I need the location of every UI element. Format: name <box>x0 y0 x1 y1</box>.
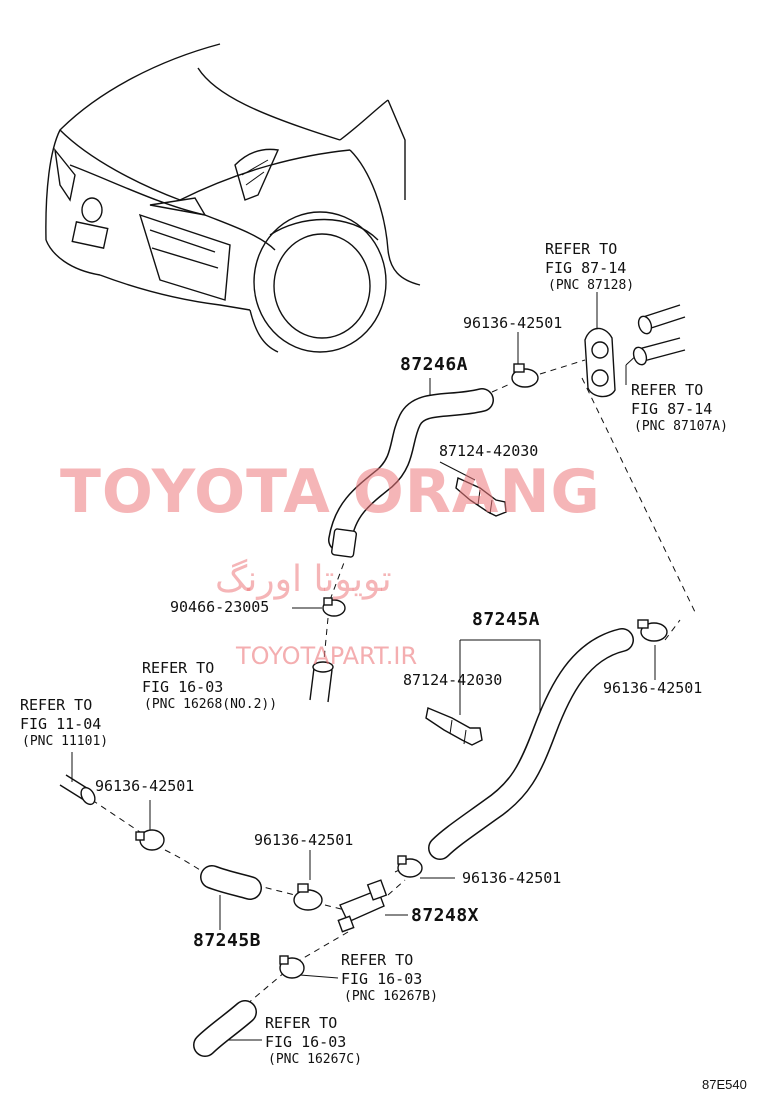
label-joint-87248x: 87248X <box>411 905 480 926</box>
label-clamp-top: 96136-42501 <box>463 314 563 332</box>
watermark-brand: TOYOTA ORANG <box>60 457 601 527</box>
hose-87246a <box>328 388 494 558</box>
label-clamp-90466: 90466-23005 <box>170 598 270 616</box>
diagram-code: 87E540 <box>702 1077 747 1092</box>
label-clamp-lower-right: 96136-42501 <box>462 869 562 887</box>
label-hose-87246a: 87246A <box>400 354 469 375</box>
hose-87245b <box>200 865 262 900</box>
label-clip-top: 87124-42030 <box>439 442 539 460</box>
ref-16-03-b-line2: FIG 16-03 <box>341 970 423 988</box>
ref-87-14-a-line2: FIG 87-14 <box>545 259 627 277</box>
label-hose-87245a: 87245A <box>472 609 541 630</box>
ref-16-03-c-line1: REFER TO <box>265 1014 338 1032</box>
ref-87-14-a-pnc: (PNC 87128) <box>548 278 635 293</box>
ref-16-03-b-pnc: (PNC 16267B) <box>344 989 438 1004</box>
clip-mid <box>425 707 483 746</box>
watermark-persian: تویوتا اورنگ <box>215 559 392 600</box>
pipe-11101 <box>59 774 96 806</box>
ref-87-14-b-line1: REFER TO <box>631 381 704 399</box>
ref-16-03-a-line1: REFER TO <box>142 659 215 677</box>
leader-lines <box>71 292 656 1041</box>
clamp-top <box>511 363 539 388</box>
label-clamp-right: 96136-42501 <box>603 679 703 697</box>
car-front-illustration <box>45 43 421 353</box>
ref-87-14-b-pnc: (PNC 87107A) <box>634 419 728 434</box>
hose-87245a <box>428 628 634 860</box>
pipe-16268 <box>309 661 334 703</box>
label-hose-87245b: 87245B <box>193 930 262 951</box>
ref-16-03-a-pnc: (PNC 16268(NO.2)) <box>144 697 278 712</box>
clamp-90466 <box>322 597 346 617</box>
clamp-left <box>135 829 165 851</box>
clamp-bottom <box>279 955 305 979</box>
hose-end-16267c <box>193 1000 257 1057</box>
joint-87248x <box>337 879 388 933</box>
label-clamp-mid: 96136-42501 <box>254 831 354 849</box>
label-clamp-left: 96136-42501 <box>95 777 195 795</box>
pipes-87107a <box>632 304 686 366</box>
grommet-87128 <box>584 327 616 398</box>
clamp-lower-right <box>397 855 423 878</box>
ref-87-14-b-line2: FIG 87-14 <box>631 400 713 418</box>
watermark-site: TOYOTAPART.IR <box>236 642 418 670</box>
ref-16-03-a-line2: FIG 16-03 <box>142 678 224 696</box>
label-clip-mid: 87124-42030 <box>403 671 503 689</box>
ref-11-04-line1: REFER TO <box>20 696 93 714</box>
ref-87-14-a-line1: REFER TO <box>545 240 618 258</box>
ref-16-03-b-line1: REFER TO <box>341 951 414 969</box>
clamp-mid <box>293 883 323 911</box>
ref-11-04-line2: FIG 11-04 <box>20 715 102 733</box>
ref-11-04-pnc: (PNC 11101) <box>22 734 109 749</box>
ref-16-03-c-line2: FIG 16-03 <box>265 1033 347 1051</box>
clamp-right <box>637 619 668 642</box>
ref-16-03-c-pnc: (PNC 16267C) <box>268 1052 362 1067</box>
clip-top <box>455 476 507 517</box>
